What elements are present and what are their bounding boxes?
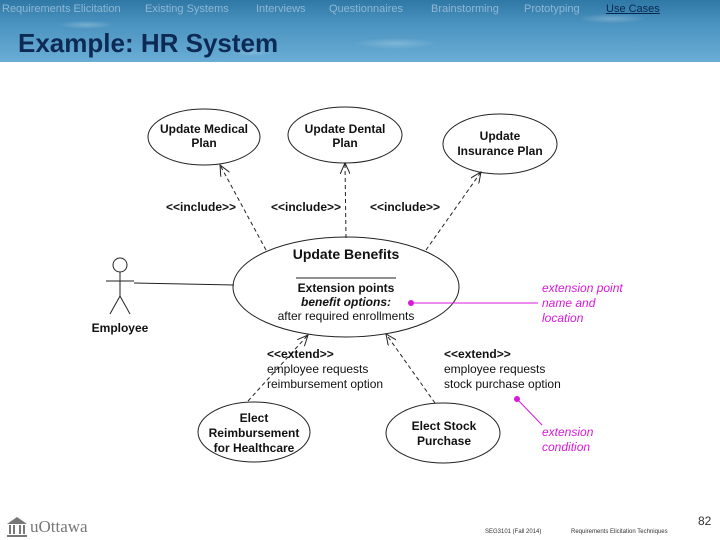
actor-employee-figure: [106, 257, 134, 315]
extend-condition-left-line1: employee requests: [267, 362, 368, 376]
nav-item-use-cases[interactable]: Use Cases: [606, 3, 660, 15]
extension-condition-pointer: [517, 399, 543, 426]
annotation-extension-point-line3: location: [542, 311, 584, 325]
actor-label: Employee: [92, 321, 149, 335]
nav-item-requirements-elicitation[interactable]: Requirements Elicitation: [2, 3, 121, 15]
annotation-extension-point-line1: extension point: [542, 281, 623, 295]
include-label: <<include>>: [166, 200, 236, 214]
extend-condition-right-line1: employee requests: [444, 362, 545, 376]
extension-point-dot: [408, 300, 414, 306]
extend-arrow-stock: [386, 334, 436, 404]
use-case-label: Update Dental: [305, 122, 386, 136]
extension-point-location: after required enrollments: [278, 309, 415, 323]
annotation-extension-condition-line1: extension: [542, 425, 594, 439]
use-case-label: Purchase: [417, 434, 471, 448]
section-nav: Requirements Elicitation Existing System…: [0, 3, 720, 19]
include-label: <<include>>: [271, 200, 341, 214]
include-arrow-dental: [345, 163, 346, 239]
use-case-label: Elect Stock: [412, 419, 477, 433]
include-label: <<include>>: [370, 200, 440, 214]
uottawa-logo: uOttawa: [6, 514, 126, 538]
extension-condition-dot: [514, 396, 520, 402]
nav-item-existing-systems[interactable]: Existing Systems: [145, 3, 229, 15]
nav-item-interviews[interactable]: Interviews: [256, 3, 306, 15]
lecture-topic: Requirements Elicitation Techniques: [571, 529, 668, 535]
extend-label-right: <<extend>>: [444, 347, 511, 361]
use-case-label: Elect: [240, 411, 269, 425]
nav-item-prototyping[interactable]: Prototyping: [524, 3, 580, 15]
include-arrow-medical: [220, 165, 267, 251]
slide-title: Example: HR System: [18, 28, 279, 58]
extension-point-name: benefit options:: [301, 295, 391, 309]
extend-arrow-reimbursement: [247, 335, 308, 402]
header-banner: [0, 0, 720, 62]
actor-association-line: [133, 282, 235, 286]
use-case-label: Update Medical: [160, 122, 248, 136]
use-case-label: for Healthcare: [214, 441, 295, 455]
extension-points-heading: Extension points: [298, 281, 395, 295]
use-case-label: Insurance Plan: [457, 144, 542, 158]
use-case-label: Plan: [191, 136, 216, 150]
use-case-elect-reimbursement: [197, 401, 311, 463]
slide-number: 82: [698, 514, 712, 528]
use-case-elect-stock-purchase: [385, 402, 501, 464]
annotation-extension-condition-line2: condition: [542, 440, 590, 454]
use-case-label: Update: [480, 129, 521, 143]
extend-condition-left-line2: reimbursement option: [267, 377, 383, 391]
use-case-update-medical-plan: [147, 108, 261, 166]
update-benefits-label: Update Benefits: [293, 246, 400, 262]
use-case-label: Plan: [332, 136, 357, 150]
course-code: SEG3101 (Fall 2014): [485, 529, 542, 535]
extend-label-left: <<extend>>: [267, 347, 334, 361]
include-arrow-insurance: [425, 172, 481, 251]
use-case-update-insurance-plan: [442, 113, 558, 175]
extend-condition-right-line2: stock purchase option: [444, 377, 561, 391]
annotation-extension-point-line2: name and: [542, 296, 596, 310]
nav-item-brainstorming[interactable]: Brainstorming: [431, 3, 499, 15]
use-case-label: Reimbursement: [209, 426, 300, 440]
building-icon: [7, 517, 27, 537]
institution-name: uOttawa: [30, 517, 88, 536]
nav-item-questionnaires[interactable]: Questionnaires: [329, 3, 403, 15]
